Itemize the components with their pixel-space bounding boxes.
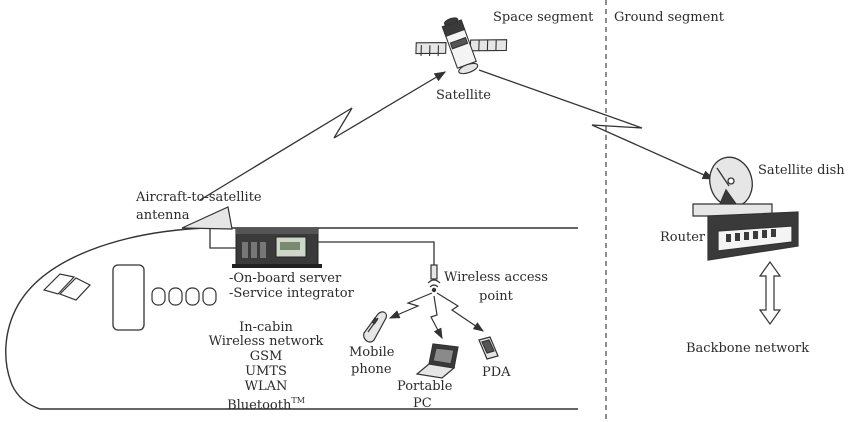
satellite-dish-link <box>478 69 715 180</box>
antenna-server-link <box>209 228 236 249</box>
ground-segment-label: Ground segment <box>614 10 724 25</box>
cockpit-window <box>42 273 91 301</box>
in-cabin-label: In-cabin <box>239 320 293 335</box>
space-segment-label: Space segment <box>493 10 594 25</box>
mobile-phone-icon <box>363 311 387 343</box>
service-integrator-label: -Service integrator <box>229 286 354 301</box>
in-cabin-bluetooth: BluetoothTM <box>196 393 336 413</box>
pda-label: PDA <box>482 365 511 380</box>
satellite-label: Satellite <box>436 88 491 103</box>
backbone-label: Backbone network <box>686 341 810 356</box>
router-icon <box>692 203 799 261</box>
in-cabin-item: UMTS <box>245 364 287 379</box>
satellite-dish-label: Satellite dish <box>758 163 845 178</box>
router-label: Router <box>660 230 706 245</box>
wireless-links <box>388 292 484 340</box>
onboard-server-label: -On-board server <box>229 271 342 286</box>
portable-label-line2: PC <box>413 396 432 411</box>
satellite-dish-icon <box>709 156 753 208</box>
mobile-label-line1: Mobile <box>349 345 395 360</box>
in-cabin-item: Wireless network <box>208 334 324 349</box>
wap-label-line2: point <box>479 289 513 304</box>
antenna-label-line1: Aircraft-to-satellite <box>136 190 262 205</box>
server-ap-link <box>318 241 435 265</box>
aircraft-fuselage <box>5 227 578 410</box>
aircraft-satellite-link <box>199 71 447 201</box>
trademark-mark: TM <box>291 396 305 405</box>
bluetooth-label: Bluetooth <box>227 398 292 413</box>
wireless-access-point-icon <box>427 264 441 293</box>
in-cabin-item: WLAN <box>244 379 288 394</box>
satellite-icon <box>415 17 508 75</box>
pda-icon <box>478 336 499 360</box>
cabin-windows <box>151 287 217 306</box>
in-cabin-item: GSM <box>249 349 283 364</box>
antenna-label-line2: antenna <box>136 208 190 223</box>
wap-label-line1: Wireless access <box>444 270 548 285</box>
portable-label-line1: Portable <box>397 379 453 394</box>
onboard-server-icon <box>232 227 322 268</box>
backbone-arrow <box>758 260 782 326</box>
aircraft-door <box>112 264 145 331</box>
mobile-label-line2: phone <box>351 362 392 377</box>
portable-pc-icon <box>415 343 459 379</box>
aircraft-antenna-icon <box>181 206 233 230</box>
